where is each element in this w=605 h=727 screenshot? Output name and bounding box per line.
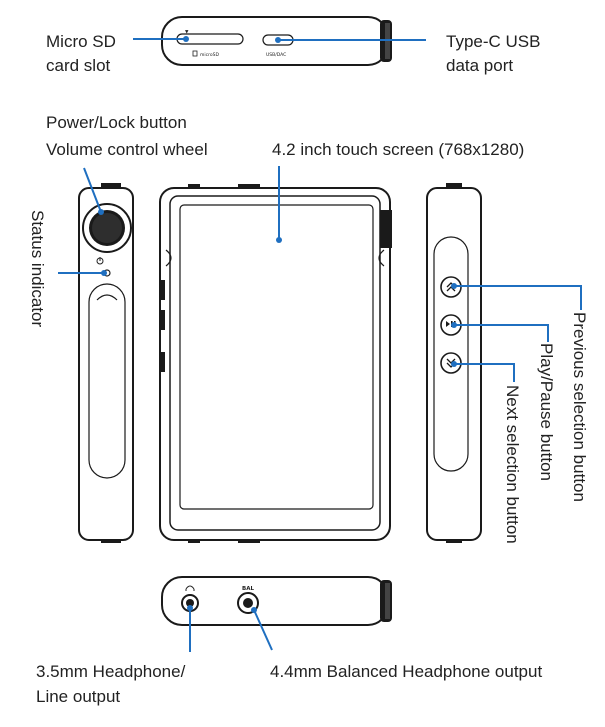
callout-line-44mm [253, 609, 273, 651]
label-typec-line1: Type-C USB [446, 32, 540, 51]
label-previous-button: Previous selection button [570, 312, 589, 502]
label-headphone-35-line1: 3.5mm Headphone/ [36, 662, 186, 681]
touch-screen [179, 204, 374, 510]
label-microsd-line2: card slot [46, 56, 111, 75]
label-power-lock: Power/Lock button [46, 113, 187, 132]
label-next-button: Next selection button [503, 385, 522, 544]
microsd-slot-label: microSD [200, 52, 219, 58]
label-volume-wheel: Volume control wheel [46, 140, 208, 159]
callout-line-power [83, 167, 102, 213]
label-touch-screen: 4.2 inch touch screen (768x1280) [272, 140, 524, 159]
callout-line-play [454, 324, 549, 342]
label-microsd-line1: Micro SD [46, 32, 116, 51]
front-view [159, 184, 392, 543]
label-balanced-44: 4.4mm Balanced Headphone output [270, 662, 542, 681]
bal-label: BAL [242, 586, 254, 592]
front-wheel-edge [380, 210, 392, 248]
left-side-view [78, 183, 134, 543]
headphone-icon [185, 585, 195, 591]
previous-button [440, 276, 462, 298]
bottom-view: BAL [161, 576, 392, 626]
usb-port-label: USB/DAC [266, 52, 286, 58]
left-grip-panel [88, 283, 126, 479]
sd-card-icon [192, 50, 198, 57]
svg-text:▼: ▼ [185, 30, 189, 35]
callout-line-next [454, 363, 515, 382]
power-icon [96, 257, 104, 265]
label-headphone-35-line2: Line output [36, 687, 120, 706]
callout-line-previous [454, 285, 582, 310]
label-typec-line2: data port [446, 56, 513, 75]
label-play-pause: Play/Pause button [537, 343, 556, 481]
label-status-indicator: Status indicator [28, 210, 47, 328]
right-grip-panel [433, 236, 469, 472]
